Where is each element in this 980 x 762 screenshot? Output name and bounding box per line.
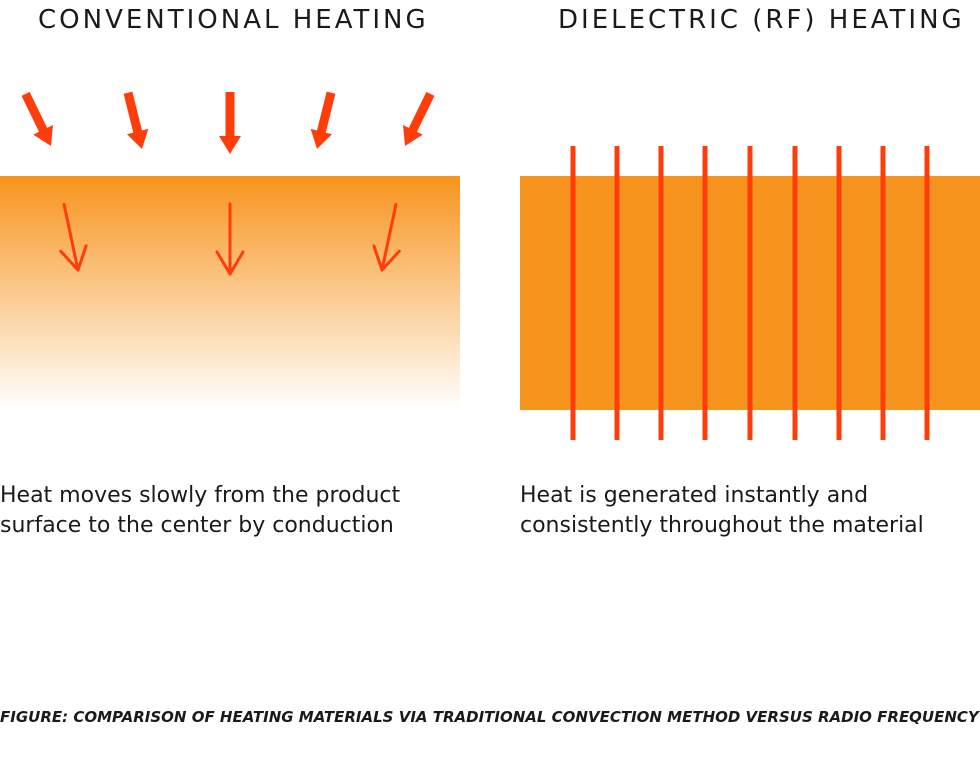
external-heat-arrow-icon bbox=[219, 92, 241, 154]
conduction-arrow-icon bbox=[59, 202, 88, 272]
rf-field-line bbox=[792, 146, 798, 440]
dielectric-heating-description: Heat is generated instantly and consisten… bbox=[520, 481, 970, 541]
conventional-heating-diagram bbox=[0, 91, 460, 410]
dielectric-heating-diagram bbox=[520, 146, 980, 440]
external-heat-arrow-icon bbox=[403, 91, 435, 146]
rf-field-line bbox=[570, 146, 576, 440]
rf-field-line bbox=[880, 146, 886, 440]
external-heat-arrow-icon bbox=[21, 91, 53, 146]
external-heat-arrow-icon bbox=[123, 91, 149, 149]
conduction-arrows bbox=[59, 202, 401, 276]
external-heat-arrow-icon bbox=[310, 91, 336, 149]
rf-field-line bbox=[614, 146, 620, 440]
rf-field-lines bbox=[570, 146, 930, 440]
conduction-arrow-icon bbox=[215, 202, 245, 276]
conduction-arrow-icon bbox=[372, 202, 401, 272]
dielectric-heating-title: DIELECTRIC (RF) HEATING bbox=[558, 5, 965, 35]
rf-field-line bbox=[747, 146, 753, 440]
rf-field-line bbox=[658, 146, 664, 440]
conventional-description-line-2: surface to the center by conduction bbox=[0, 513, 394, 538]
figure-caption: FIGURE: COMPARISON OF HEATING MATERIALS … bbox=[0, 708, 979, 726]
external-heat-arrows bbox=[21, 91, 435, 154]
dielectric-description-line-2: consistently throughout the material bbox=[520, 513, 924, 538]
conventional-description-line-1: Heat moves slowly from the product bbox=[0, 483, 401, 508]
rf-field-line bbox=[836, 146, 842, 440]
conventional-heating-description: Heat moves slowly from the product surfac… bbox=[0, 481, 450, 541]
rf-field-line bbox=[924, 146, 930, 440]
conventional-heating-title: CONVENTIONAL HEATING bbox=[38, 5, 429, 35]
dielectric-description-line-1: Heat is generated instantly and bbox=[520, 483, 869, 508]
rf-field-line bbox=[702, 146, 708, 440]
